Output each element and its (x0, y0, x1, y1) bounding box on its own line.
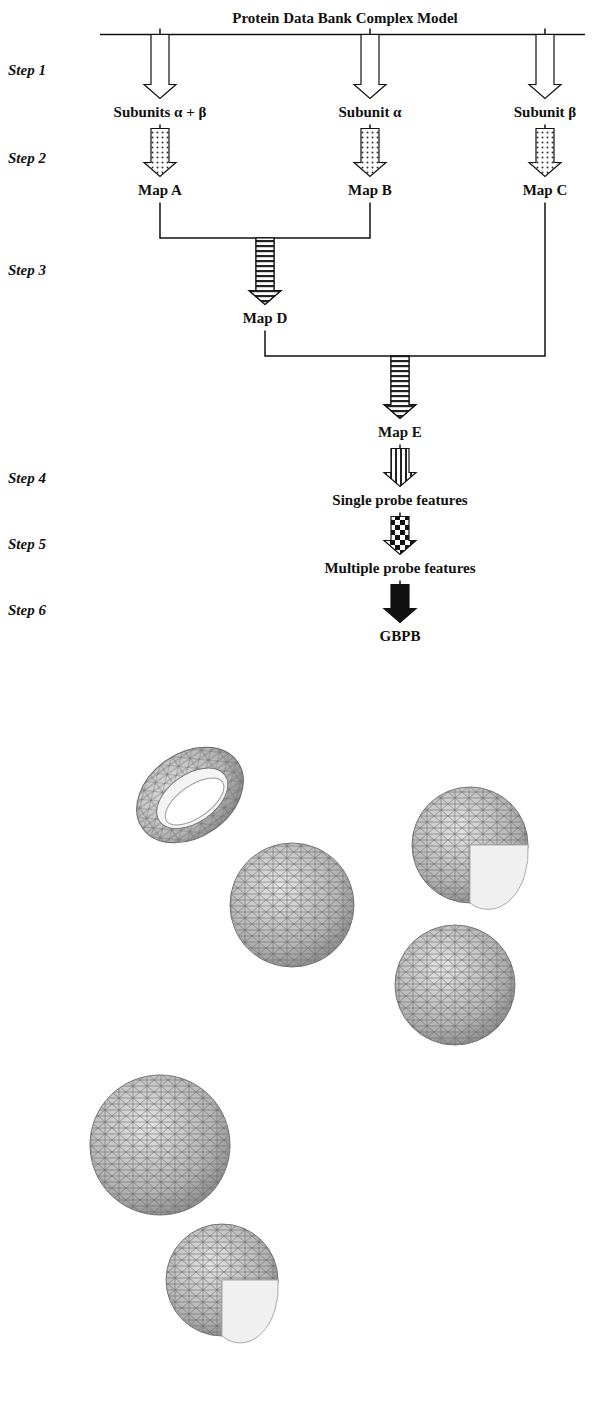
step-result: GBPB (376, 626, 425, 647)
step-result: Map C (519, 180, 572, 201)
block-arrow (384, 356, 416, 419)
block-arrow (249, 238, 281, 305)
step-result: Map A (134, 180, 186, 201)
block-arrow (384, 449, 416, 487)
connector-line (544, 29, 546, 35)
connector-line (369, 29, 371, 35)
block-arrow (529, 35, 561, 99)
sphere-model (230, 843, 354, 967)
step-result: Single probe features (328, 490, 471, 511)
step-result: Map E (374, 422, 426, 443)
flow-arrow (144, 29, 176, 99)
flow-arrow (529, 125, 561, 177)
flow-arrow (384, 445, 416, 487)
flow-arrow (265, 331, 416, 419)
flow-arrow (354, 29, 386, 99)
node-label: Protein Data Bank Complex Model (232, 10, 458, 27)
block-arrow (144, 129, 176, 177)
flow-arrow (160, 203, 281, 305)
step-label: Step 4 (8, 470, 46, 487)
node-label: Subunit β (514, 104, 577, 121)
node-label: Single probe features (332, 492, 467, 509)
node-label: GBPB (380, 628, 421, 645)
node-label: Subunit α (339, 104, 402, 121)
node-label: Map D (243, 310, 288, 327)
block-arrow (354, 35, 386, 99)
step-label: Step 2 (8, 150, 46, 167)
source-title: Protein Data Bank Complex Model (228, 8, 462, 29)
block-arrow (384, 517, 416, 555)
connector-line (265, 331, 400, 357)
step-label: Step 1 (8, 62, 46, 79)
cut-sphere-model (166, 1224, 278, 1343)
block-arrow (249, 238, 281, 305)
step-result: Subunit α (335, 102, 406, 123)
connector-line (160, 203, 265, 239)
step-label: Step 5 (8, 536, 46, 553)
block-arrow (354, 129, 386, 177)
step-result: Map B (344, 180, 396, 201)
flow-arrow (144, 125, 176, 177)
node-label: Map C (523, 182, 568, 199)
sphere-model (395, 925, 515, 1045)
connector-line (400, 203, 545, 357)
node-label: Map A (138, 182, 182, 199)
node-label: Map E (378, 424, 422, 441)
connector-line (265, 203, 370, 239)
flow-arrow (249, 203, 370, 305)
step-result: Map D (239, 308, 292, 329)
block-arrow (384, 585, 416, 623)
step-result: Subunits α + β (110, 102, 211, 123)
node-label: Multiple probe features (324, 560, 475, 577)
step-result: Subunit β (510, 102, 581, 123)
node-label: Subunits α + β (114, 104, 207, 121)
cut-sphere-model (412, 787, 528, 909)
flow-arrow (354, 125, 386, 177)
step-label: Step 3 (8, 262, 46, 279)
title-rule (100, 34, 585, 36)
step-result: Multiple probe features (320, 558, 479, 579)
node-label: Map B (348, 182, 392, 199)
sphere-model (90, 1075, 230, 1215)
flow-arrow (529, 29, 561, 99)
flow-arrow (384, 513, 416, 555)
flow-arrow (384, 581, 416, 623)
ring-model (118, 727, 261, 862)
block-arrow (144, 35, 176, 99)
connector-line (159, 29, 161, 35)
block-arrow (529, 129, 561, 177)
flow-arrow (384, 203, 545, 419)
block-arrow (384, 356, 416, 419)
step-label: Step 6 (8, 602, 46, 619)
